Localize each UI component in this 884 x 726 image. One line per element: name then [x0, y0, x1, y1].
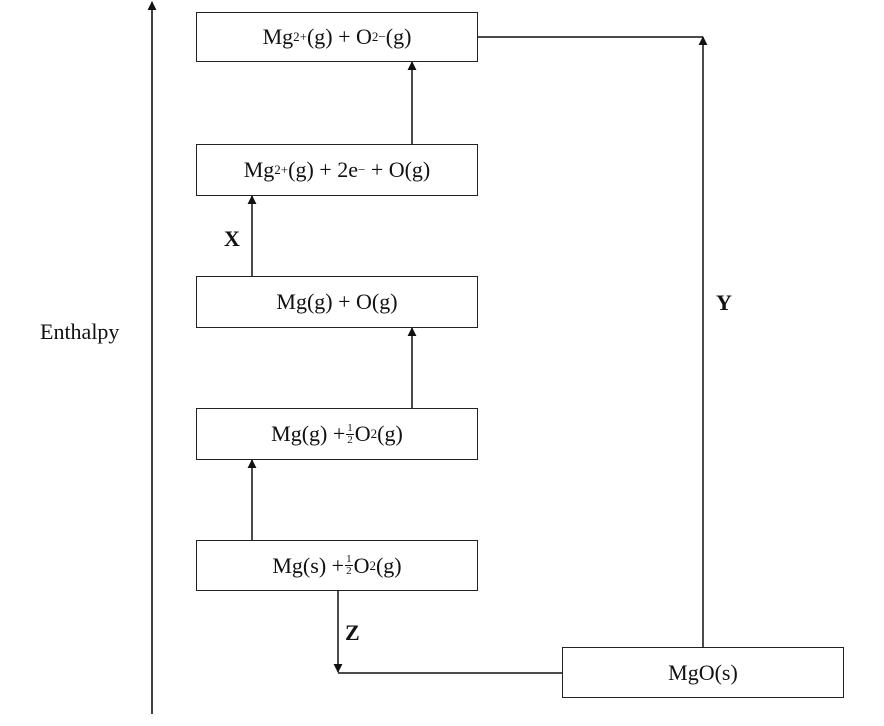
- enthalpy-label: Enthalpy: [40, 319, 120, 344]
- box2-part-a: Mg: [243, 157, 275, 182]
- box5-frac-num: 1: [345, 553, 353, 566]
- box1-part-a: Mg: [262, 24, 294, 49]
- step-label-y: Y: [716, 290, 732, 315]
- box1-part-b: (g) + O: [306, 24, 372, 49]
- box5-frac-den: 2: [346, 565, 352, 577]
- step-label-z: Z: [345, 620, 360, 645]
- box-mg-o-gas-atoms: Mg(g) + O(g): [196, 276, 478, 328]
- box2-part-b: (g) + 2e: [288, 157, 358, 182]
- box4-o: O: [354, 421, 371, 446]
- box4-post: (g): [377, 421, 403, 446]
- box5-pre: Mg(s) +: [272, 552, 345, 578]
- box4-frac-den: 2: [347, 433, 353, 446]
- box-mgo-solid: MgO(s): [562, 647, 844, 698]
- box1-part-c: (g): [385, 24, 412, 49]
- box2-part-c: + O(g): [365, 157, 431, 182]
- box3-text: Mg(g) + O(g): [276, 289, 398, 314]
- box4-frac-num: 1: [346, 421, 354, 435]
- box6-text: MgO(s): [668, 659, 738, 685]
- box5-post: (g): [375, 552, 402, 578]
- box5-o: O: [353, 552, 370, 578]
- step-label-x: X: [224, 226, 240, 251]
- box4-pre: Mg(g) +: [271, 421, 346, 446]
